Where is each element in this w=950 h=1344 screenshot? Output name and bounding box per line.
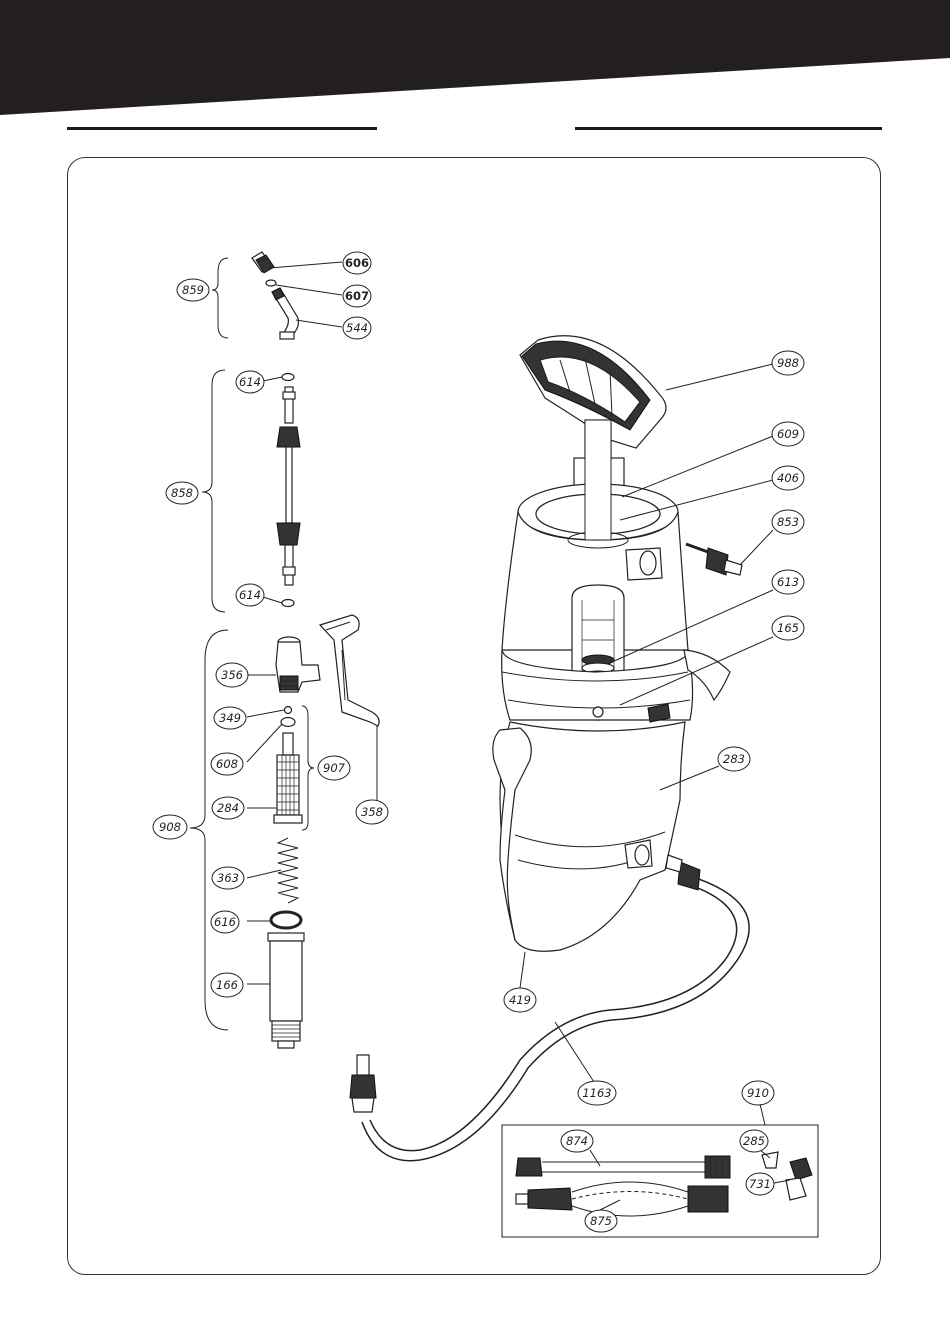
svg-text:908: 908 [159, 820, 181, 834]
callout-406: 406 [772, 466, 804, 490]
svg-text:859: 859 [182, 283, 204, 297]
callout-731: 731 [746, 1173, 774, 1195]
svg-text:907: 907 [323, 761, 346, 775]
callout-166: 166 [211, 973, 243, 997]
filter-part [274, 733, 302, 823]
svg-text:363: 363 [217, 871, 239, 885]
svg-text:544: 544 [346, 321, 368, 335]
callout-1163: 1163 [578, 1081, 616, 1105]
callout-613: 613 [772, 570, 804, 594]
callout-165: 165 [772, 616, 804, 640]
callout-606: 606 [343, 252, 371, 274]
svg-text:614: 614 [239, 375, 261, 389]
svg-text:284: 284 [217, 801, 239, 815]
svg-text:285: 285 [743, 1134, 765, 1148]
callout-608: 608 [211, 753, 243, 775]
callout-283: 283 [718, 747, 750, 771]
svg-text:614: 614 [239, 588, 261, 602]
o-ring-614-bottom-part [282, 600, 294, 607]
svg-text:1163: 1163 [582, 1086, 611, 1100]
svg-text:419: 419 [509, 993, 531, 1007]
callout-907: 907 [318, 756, 350, 780]
callout-614-bottom: 614 [236, 584, 264, 606]
o-ring-614-top-part [282, 374, 294, 381]
o-ring-607-part [266, 280, 276, 286]
callout-874: 874 [561, 1130, 593, 1152]
hose-connector-853-part [686, 544, 742, 575]
callout-358: 358 [356, 800, 388, 824]
svg-text:406: 406 [777, 471, 799, 485]
callout-908: 908 [153, 815, 187, 839]
svg-text:609: 609 [777, 427, 799, 441]
svg-text:608: 608 [216, 757, 238, 771]
svg-text:165: 165 [777, 621, 799, 635]
svg-text:349: 349 [219, 711, 241, 725]
valve-body-part [276, 637, 320, 692]
callout-356: 356 [216, 663, 248, 687]
svg-text:616: 616 [214, 915, 236, 929]
o-ring-616-part [271, 912, 301, 928]
valve-tube-part [268, 933, 304, 1048]
svg-text:358: 358 [361, 805, 383, 819]
extension-874-part [516, 1156, 730, 1178]
lance-group [202, 370, 300, 612]
svg-text:875: 875 [590, 1214, 612, 1228]
tank-body-part [493, 722, 685, 951]
svg-text:874: 874 [566, 1134, 588, 1148]
callout-988: 988 [772, 351, 804, 375]
callout-858: 858 [166, 482, 198, 504]
callout-544: 544 [343, 317, 371, 339]
callout-419: 419 [504, 988, 536, 1012]
svg-text:607: 607 [345, 289, 369, 303]
nozzle-elbow-part [272, 288, 298, 339]
extension-875-part [516, 1182, 728, 1216]
callout-910: 910 [742, 1081, 774, 1105]
callout-609: 609 [772, 422, 804, 446]
svg-text:988: 988 [777, 356, 799, 370]
callout-616: 616 [211, 911, 239, 933]
svg-text:853: 853 [777, 515, 799, 529]
callout-285: 285 [740, 1130, 768, 1152]
cap-285-part [762, 1152, 778, 1168]
o-ring-349-part [285, 707, 292, 714]
callout-363: 363 [212, 867, 244, 889]
callout-284: 284 [212, 797, 244, 819]
nozzle-tip-part [252, 252, 274, 273]
callout-607: 607 [343, 285, 371, 307]
callout-614-top: 614 [236, 371, 264, 393]
svg-text:606: 606 [345, 256, 369, 270]
lance-tube-part [277, 387, 300, 585]
callout-349: 349 [214, 707, 246, 729]
nozzle-731-part [786, 1158, 812, 1200]
svg-text:910: 910 [747, 1086, 769, 1100]
callout-859: 859 [177, 279, 209, 301]
svg-text:283: 283 [723, 752, 745, 766]
svg-text:858: 858 [171, 486, 193, 500]
callout-853: 853 [772, 510, 804, 534]
callout-875: 875 [585, 1210, 617, 1232]
svg-text:731: 731 [749, 1177, 771, 1191]
svg-text:166: 166 [216, 978, 238, 992]
svg-text:356: 356 [221, 668, 243, 682]
svg-text:613: 613 [777, 575, 799, 589]
o-ring-608-part [281, 718, 295, 727]
nozzle-group [212, 252, 342, 339]
